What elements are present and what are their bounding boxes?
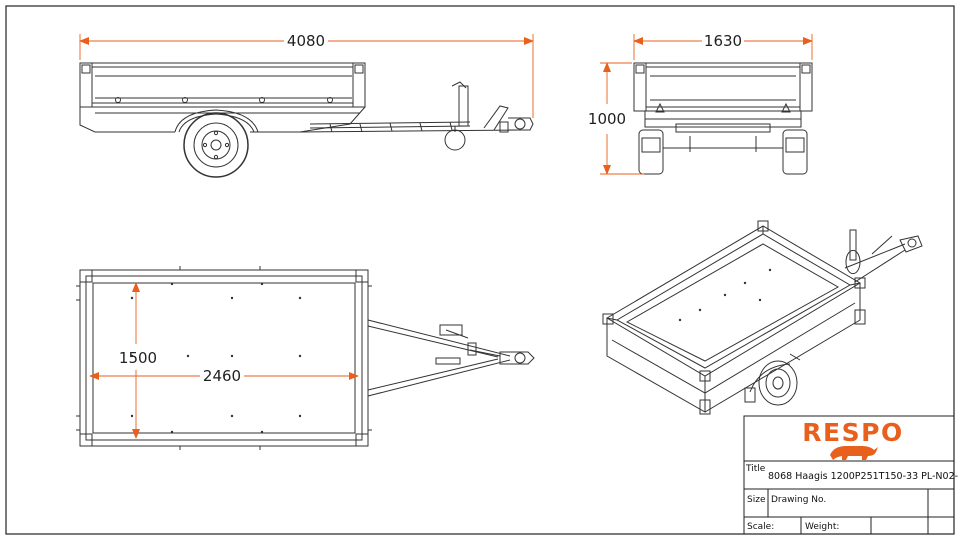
dimension-width-label: 1630	[704, 32, 742, 50]
title-block	[743, 415, 955, 535]
front-view	[633, 62, 813, 175]
bull-logo-icon	[830, 446, 878, 460]
size-label: Size	[747, 495, 766, 505]
dimensions	[79, 34, 813, 439]
respo-logo: RESPO	[802, 418, 903, 447]
top-view	[76, 266, 535, 450]
dimension-length-label: 4080	[287, 32, 325, 50]
drawing-title: 8068 Haagis 1200P251T150-33 PL-N02-	[768, 471, 958, 482]
sheet-border	[5, 5, 955, 535]
scale-label: Scale:	[747, 522, 774, 532]
weight-label: Weight:	[805, 522, 839, 532]
isometric-view	[602, 220, 923, 415]
drawing-number-label: Drawing No.	[771, 495, 826, 505]
side-view	[79, 62, 534, 178]
dimension-inner-width-label: 1500	[119, 349, 157, 367]
title-label: Title	[745, 464, 766, 474]
dimension-height-label: 1000	[588, 110, 626, 128]
dimension-inner-length-label: 2460	[203, 367, 241, 385]
